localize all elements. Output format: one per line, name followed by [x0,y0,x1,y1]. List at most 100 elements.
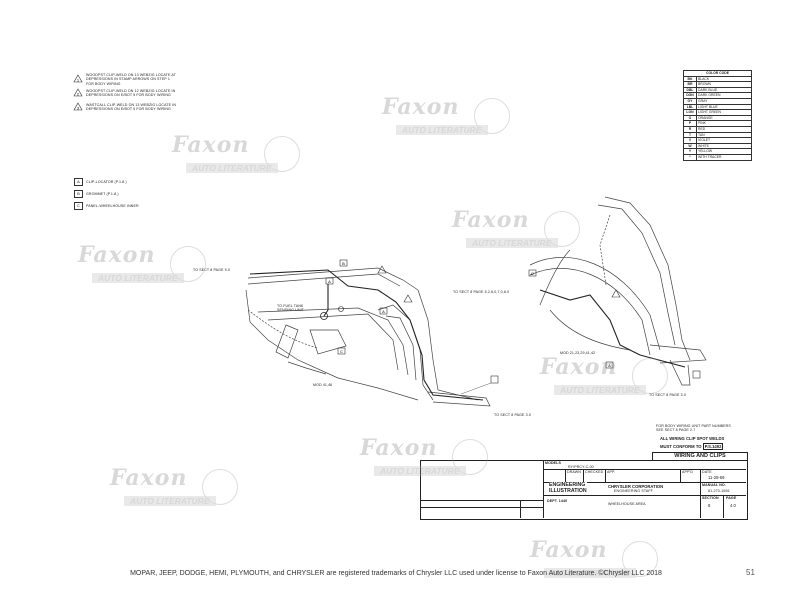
body-wiring-line2: SEE SECT 8 PAGE 2.7 [656,428,696,433]
watermark-brand: Faxon [530,537,608,563]
note-2-line2: DEPRESSIONS ON E/BOT 5 FOR BODY WIRING [86,93,171,98]
legend-b-box: B [74,190,83,198]
callout-mod-left: MOD 41,46 [313,383,333,387]
callout-fuel-line1: TO FUEL TANK [277,304,304,308]
color-code-name: DARK BLUE [696,86,752,94]
color-code-name: GRAY [696,98,752,105]
callout-fuel-line2: SENDING UNIT [277,308,304,313]
svg-text:2: 2 [77,91,80,96]
dept-label: DEPT. 1440 [547,499,568,503]
color-code-title: COLOR CODE [683,70,752,77]
date-value: 11-28-69 [708,475,725,480]
watermark-sub: AUTO LITERATURE [554,385,646,395]
legend-c-box: C [74,202,83,210]
models-value: RY/PRCY-C-00 [568,465,594,469]
date-label: DATE [702,470,712,474]
company-name: CHRYSLER CORPORATION [608,484,664,489]
watermark-brand: Faxon [110,465,188,491]
color-code-abbr: * [683,153,697,161]
models-label: MODELS [545,461,561,465]
watermark-seal-icon [202,469,238,505]
page-value: 4.0 [730,503,736,508]
note-triangles: 1 2 3 [73,74,83,110]
color-code-name: BROWN [696,81,752,88]
right-wheelhouse-drawing: C A [528,196,707,386]
note-1-line3: FOR BODY WIRING [86,81,121,86]
note-3-line1: WASTCALL CLIP-WELD ON 13 WEBZIG LOCATE I… [86,103,177,107]
svg-text:C: C [340,349,343,354]
color-code-name: WITH TRACER [696,153,752,161]
watermark-sub: AUTO LITERATURE [186,163,278,173]
trademark-footer: MOPAR, JEEP, DODGE, HEMI, PLYMOUTH, and … [130,570,662,577]
watermark-brand: Faxon [78,242,156,268]
note-1-line2: DEPRESSIONS IN STAMP ARROWS ON STEP 1 [86,77,170,82]
spot-welds-note: ALL WIRING CLIP SPOT WELDS [660,436,725,441]
body-wiring-note: FOR BODY WIRING UNIT PART NUMBERS SEE SE… [656,424,731,433]
note-1: WOODPST CLIP-WELD ON 13 WEBZIG LOCATE AT… [86,73,176,86]
legend-a-text: CLIP-LOCATOR (P.1.8.) [86,180,127,184]
watermark-sub: AUTO LITERATURE [124,496,216,506]
callout-sect-right: TO SECT 8 PAGE 5.2,6,0,7,0,8.0 [453,290,510,294]
watermark-sub: AUTO LITERATURE [544,568,636,578]
watermark-seal-icon [452,439,488,475]
left-wheelhouse-drawing: B A A C [245,259,499,407]
conform-ref: P.S.1492 [702,443,724,450]
svg-text:B: B [342,261,345,266]
watermark-sub: AUTO LITERATURE [466,238,558,248]
page-label: PAGE [726,496,737,500]
app2-label: APP'D [682,470,693,474]
watermark-brand: Faxon [172,132,250,158]
watermark-brand: Faxon [382,94,460,120]
watermark-seal-icon [170,246,206,282]
watermark-brand: Faxon [360,435,438,461]
watermark-seal-icon [622,541,658,577]
svg-text:A: A [608,363,611,368]
callout-sect-bottom-right: TO SECT 8 PAGE 3.0 [649,393,686,397]
engineering-illustration: ENGINEERING ILLUSTRATION [549,482,587,494]
title-frame [420,460,748,520]
note-3-line2: DEPRESSIONS ON E/BOT 5 FOR BODY WIRING [86,107,171,112]
watermark-seal-icon [474,98,510,134]
conform-note: MUST CONFORM TO P.S.1492 [660,443,724,450]
svg-text:3: 3 [77,105,80,110]
svg-text:1: 1 [77,77,80,82]
legend-a-box: A [74,178,83,186]
conform-text: MUST CONFORM TO [660,444,702,449]
legend-c-text: PANEL-WHEELHOUSE INNER [86,204,139,208]
color-code-name: BLACK [696,75,752,83]
drawn-label: DRAWN [567,470,581,474]
color-code-name: PINK [696,120,752,127]
note-1-line1: WOODPST CLIP-WELD ON 13 WEBZIG LOCATE AT [86,73,176,77]
note-2: WOODPST CLIP-WELD ON 12 WEBZIG LOCATE IN… [86,89,175,98]
callout-sect-bottom-left: TO SECT 8 PAGE 3.0 [494,413,531,417]
section-label: SECTION [702,496,719,500]
color-code-name: DARK GREEN [696,92,752,99]
color-code-name: LIGHT GREEN [696,109,752,116]
note-2-line1: WOODPST CLIP-WELD ON 12 WEBZIG LOCATE IN [86,89,176,93]
callout-mod-right: MOD 21,23,29,41,42 [560,351,596,355]
app-label: APP. [607,470,616,474]
body-wiring-line1: FOR BODY WIRING UNIT PART NUMBERS [656,424,731,428]
callout-fuel: TO FUEL TANK SENDING UNIT [277,304,304,313]
note-3: WASTCALL CLIP-WELD ON 13 WEBZIG LOCATE I… [86,103,176,112]
engineering-label: ENGINEERING [549,482,586,488]
checked-label: CHECKED [585,470,604,474]
watermark-seal-icon [264,136,300,172]
illustration-label: ILLUSTRATION [549,488,587,494]
callout-sect-left: TO SECT 8 PAGE 9.0 [193,268,230,272]
svg-text:A: A [382,309,385,314]
watermark-sub: AUTO LITERATURE [92,273,184,283]
